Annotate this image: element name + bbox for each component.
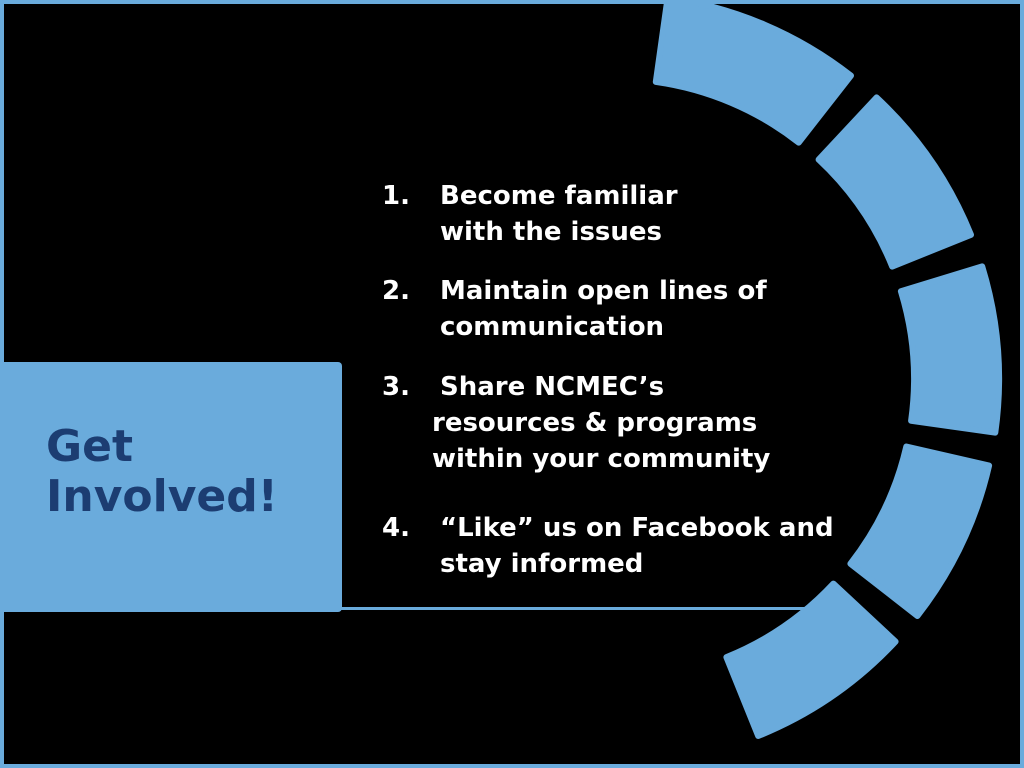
list-item-number: 1. [382, 181, 410, 211]
list-item-line: stay informed [440, 549, 644, 579]
list-item-number: 4. [382, 513, 410, 543]
list-item-line: Maintain open lines of [440, 276, 767, 306]
title-box: Get Involved! [4, 362, 342, 612]
list-item-text: Become familiar with the issues [440, 178, 678, 250]
list-item-number: 3. [382, 372, 410, 402]
list-item-line: communication [440, 312, 665, 342]
list-item-number: 2. [382, 276, 410, 306]
arc-segment-5 [723, 580, 899, 739]
list-item-line: Become familiar [440, 181, 678, 211]
list-item-line: Share NCMEC’s [440, 372, 665, 402]
segmented-arc-decoration [652, 4, 1002, 739]
divider-line [340, 607, 808, 610]
arc-segment-3 [897, 263, 1002, 436]
arc-segment-1 [652, 4, 854, 146]
arc-segment-2 [815, 94, 974, 270]
list-item-text: Maintain open lines of communication [440, 273, 767, 345]
list-item-text: “Like” us on Facebook and stay informed [440, 510, 834, 582]
arc-segment-4 [847, 443, 993, 619]
title-line-2: Involved! [46, 471, 278, 522]
list-item-line: with the issues [440, 217, 663, 247]
title-line-1: Get [46, 421, 133, 472]
list-item-line: resources & programs [432, 408, 758, 438]
list-item-line: within your community [432, 444, 771, 474]
list-item-line: “Like” us on Facebook and [440, 513, 834, 543]
list-item-text: Share NCMEC’s resources & programs withi… [432, 369, 770, 477]
slide-title: Get Involved! [46, 422, 278, 522]
